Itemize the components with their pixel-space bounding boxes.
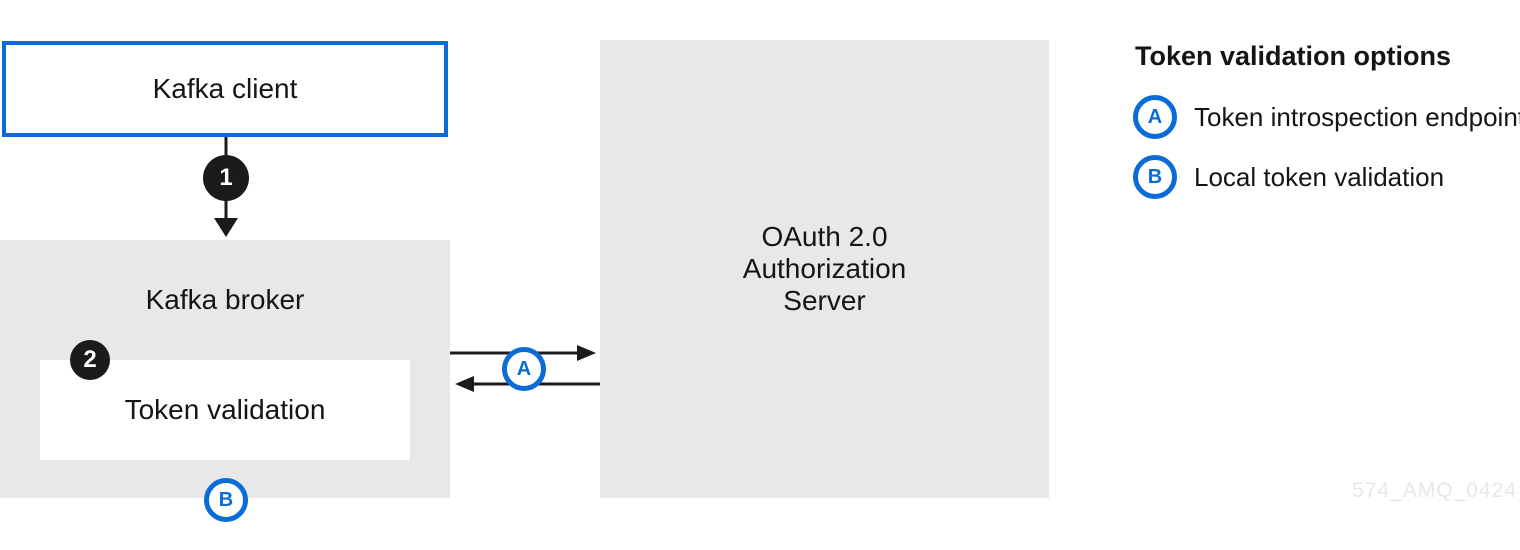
step-1-number: 1 bbox=[219, 164, 233, 191]
legend-title: Token validation options bbox=[1135, 41, 1452, 71]
oauth-server-label-line3: Server bbox=[783, 285, 866, 316]
legend-a-marker: A bbox=[1133, 95, 1177, 139]
option-a-marker: A bbox=[502, 347, 546, 391]
option-b-marker: B bbox=[204, 478, 248, 522]
token-validation-box: Token validation bbox=[40, 360, 410, 460]
legend-a-letter: A bbox=[1147, 105, 1163, 128]
token-validation-label: Token validation bbox=[124, 394, 326, 425]
watermark: 574_AMQ_0424 bbox=[1352, 479, 1517, 502]
oauth-server-label-line2: Authorization bbox=[742, 253, 907, 284]
legend-b-marker: B bbox=[1133, 155, 1177, 199]
option-b-letter: B bbox=[218, 488, 234, 511]
step-2-number: 2 bbox=[83, 346, 97, 373]
kafka-client-label: Kafka client bbox=[152, 73, 298, 104]
oauth-server-box: OAuth 2.0 Authorization Server bbox=[600, 40, 1049, 498]
kafka-broker-label: Kafka broker bbox=[145, 284, 305, 315]
legend-item-a: A Token introspection endpoint bbox=[1133, 95, 1520, 139]
option-a-letter: A bbox=[516, 357, 532, 380]
legend-b-letter: B bbox=[1147, 165, 1163, 188]
step-2-badge: 2 bbox=[70, 340, 110, 380]
oauth-server-label-line1: OAuth 2.0 bbox=[761, 221, 888, 252]
step-1-badge: 1 bbox=[203, 155, 249, 201]
legend-a-label: Token introspection endpoint bbox=[1194, 101, 1520, 132]
legend-item-b: B Local token validation bbox=[1133, 155, 1444, 199]
kafka-client-box: Kafka client bbox=[2, 41, 448, 137]
legend-b-label: Local token validation bbox=[1194, 161, 1445, 192]
